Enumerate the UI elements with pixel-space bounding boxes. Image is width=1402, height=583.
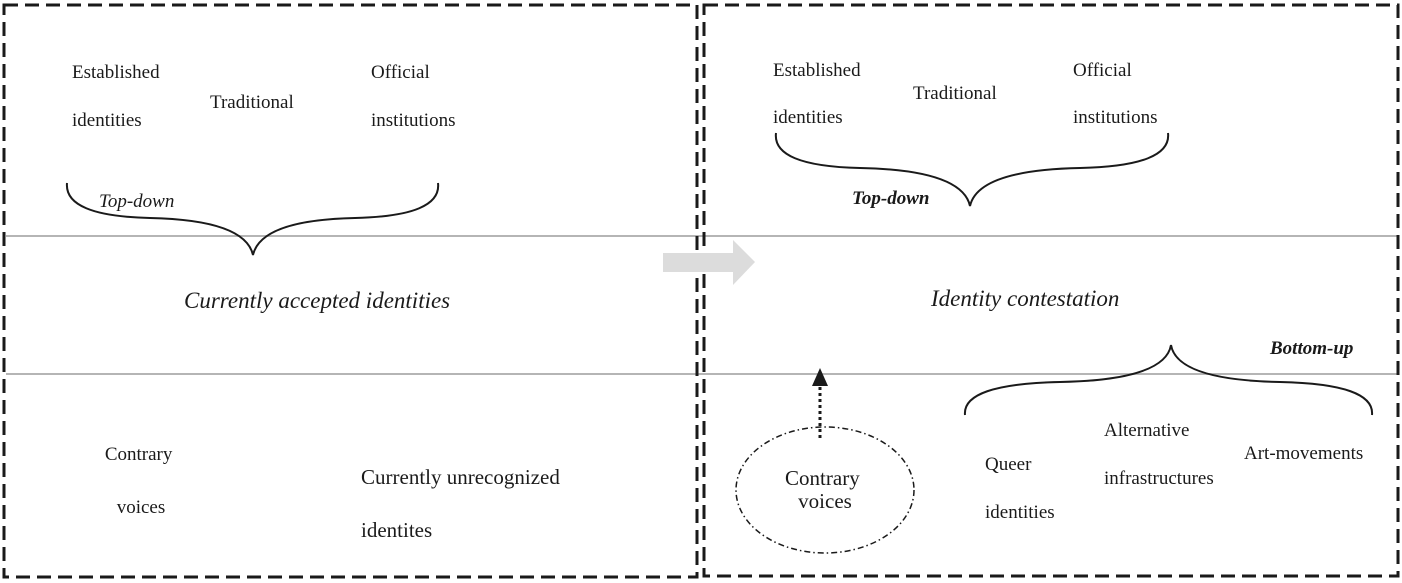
right-traditional: Traditional: [913, 83, 997, 104]
right-alternative-infrastructures: Alternative infrastructures: [1104, 420, 1214, 489]
right-queer-identities: Queer identities: [985, 454, 1055, 523]
right-established-identities: Established identities: [773, 60, 865, 128]
right-contrary-voices: Contrary voices: [785, 466, 865, 513]
right-official-institutions: Official institutions: [1073, 60, 1157, 128]
left-center-label: Currently accepted identities: [184, 288, 450, 313]
right-top-down-brace: [774, 132, 1170, 207]
right-bottom-up-label: Bottom-up: [1269, 338, 1353, 359]
right-panel-frame: [702, 3, 1400, 578]
left-unrecognized-identities: Currently unrecognized identites: [361, 465, 565, 542]
left-top-down-brace: [65, 182, 440, 256]
right-bottom-up-brace: [963, 344, 1374, 416]
right-center-label: Identity contestation: [930, 286, 1119, 311]
transition-arrow: [663, 240, 755, 285]
left-traditional: Traditional: [210, 92, 294, 113]
right-top-down-label: Top-down: [852, 188, 929, 209]
left-panel-frame: [2, 3, 699, 579]
left-official-institutions: Official institutions: [371, 62, 455, 131]
left-established-identities: Established identities: [72, 62, 164, 131]
contrary-voices-ellipse: [735, 426, 915, 554]
dotted-up-arrow-head: [812, 368, 828, 386]
left-contrary-voices: Contrary voices: [105, 444, 177, 518]
right-art-movements: Art-movements: [1244, 443, 1363, 464]
left-top-down-label: Top-down: [99, 191, 174, 212]
